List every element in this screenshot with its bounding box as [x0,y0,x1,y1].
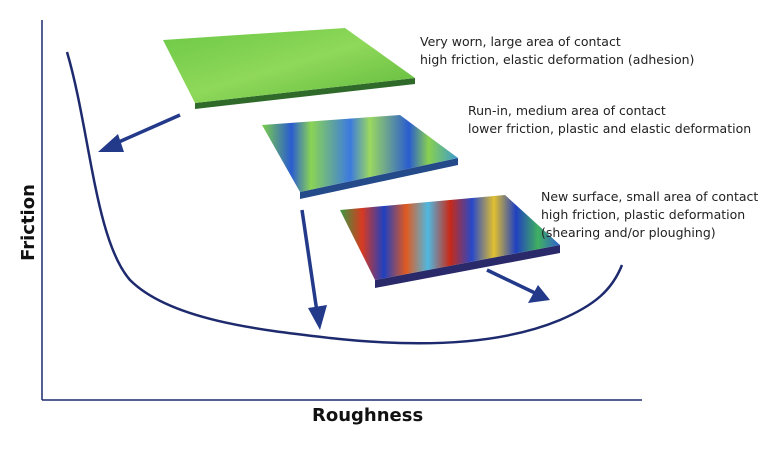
arrow-new [486,268,550,303]
surface-run-in [262,115,458,199]
state-run-in-line1: Run-in, medium area of contact [468,103,666,118]
x-axis-label: Roughness [312,405,424,426]
y-axis-label: Friction [17,184,39,261]
friction-curve [65,51,624,345]
surface-new [340,195,560,288]
arrow-worn [98,113,181,152]
state-new-line3: (shearing and/or ploughing) [541,225,716,240]
state-new-line1: New surface, small area of contact [541,189,759,204]
state-new-line2: high friction, plastic deformation [541,207,746,222]
surface-very-worn [163,28,415,109]
state-run-in-label: Run-in, medium area of contact lower fri… [468,102,751,138]
state-run-in-line2: lower friction, plastic and elastic defo… [468,121,752,136]
state-worn-label: Very worn, large area of contact high fr… [420,33,694,69]
state-worn-line1: Very worn, large area of contact [420,34,621,49]
state-worn-line2: high friction, elastic deformation (adhe… [420,52,695,67]
arrow-run-in [300,209,327,330]
state-new-label: New surface, small area of contact high … [541,188,758,242]
